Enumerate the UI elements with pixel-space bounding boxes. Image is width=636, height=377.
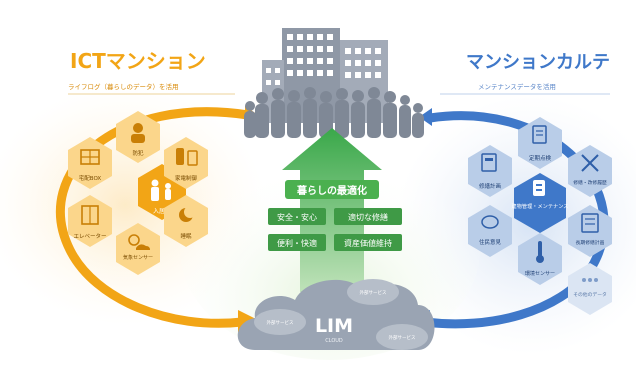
label-opinion: 住民意見	[479, 238, 502, 246]
left-center-label: 入居者	[153, 208, 171, 215]
label-appliance: 家電制御	[175, 174, 198, 182]
label-security: 防犯	[132, 149, 144, 157]
external-service-bubble-1	[254, 309, 306, 335]
weather-sensor-icon	[128, 234, 150, 250]
external-service-bubble-3	[376, 324, 428, 350]
label-delivery-box: 宅配BOX	[79, 174, 102, 182]
benefit-box-4	[334, 234, 402, 251]
cloud-sub: CLOUD	[325, 338, 343, 344]
label-long-term-plan: 長期修繕計画	[576, 239, 605, 246]
right-subtitle: メンテナンスデータを活用	[478, 82, 556, 91]
repair-history-icon	[581, 154, 599, 172]
label-inspection: 定期点検	[529, 154, 552, 162]
elevator-icon	[81, 205, 99, 225]
long-term-plan-icon	[581, 213, 599, 233]
label-environment-sensor: 環境センサー	[525, 270, 555, 277]
opinion-icon	[481, 215, 499, 229]
optimization-heading: 暮らしの最適化	[296, 184, 367, 197]
right-center-label: 建物管理・メンテナンス	[512, 202, 569, 210]
right-hex-cluster: 建物管理・メンテナンス	[512, 173, 569, 233]
delivery-box-icon	[80, 149, 100, 165]
benefit-label-2: 適切な修繕	[348, 212, 388, 222]
service-label-1: 外部サービス	[267, 319, 294, 326]
left-hex-items: 防犯 宅配BOX 家電制御 エレベーター 睡眠 気象センサー	[68, 111, 208, 275]
label-repair-plan: 修繕計画	[479, 182, 501, 190]
left-arc	[55, 107, 253, 328]
right-center-hex	[514, 173, 566, 233]
optimization-heading-box	[285, 180, 379, 199]
hex-long-term-plan	[568, 205, 612, 257]
inspection-icon	[532, 125, 547, 144]
benefit-box-2	[334, 208, 402, 225]
label-elevator: エレベーター	[73, 232, 106, 240]
benefit-label-4: 資産価値維持	[344, 238, 392, 248]
security-icon	[131, 123, 145, 143]
right-arc-top-arrowhead	[419, 108, 432, 126]
external-service-bubble-2	[347, 279, 399, 305]
label-other-data: その他のデータ	[573, 291, 607, 298]
repair-plan-icon	[481, 153, 497, 172]
cloud-title: LIM	[315, 315, 353, 337]
maintenance-icon	[533, 180, 545, 196]
residents-crowd	[244, 87, 424, 138]
environment-sensor-icon	[536, 241, 544, 263]
hex-opinion	[468, 205, 512, 257]
right-title: マンションカルテ	[466, 52, 610, 73]
hex-repair-history	[568, 145, 612, 197]
right-hex-items: 定期点検 修繕計画 修繕・改修履歴 住民意見 長期修繕計画 環境センサー その他…	[468, 117, 612, 315]
left-subtitle: ライフログ（暮らしのデータ）を活用	[68, 82, 179, 91]
benefit-label-1: 安全・安心	[277, 212, 317, 222]
left-title: ICTマンション	[70, 49, 206, 73]
hex-other-data	[568, 263, 612, 315]
appliance-icon	[176, 148, 198, 166]
benefit-box-3	[268, 234, 326, 251]
label-weather-sensor: 気象センサー	[123, 254, 153, 261]
label-sleep: 睡眠	[180, 232, 192, 240]
label-repair-history: 修繕・改修履歴	[573, 179, 607, 186]
benefit-box-1	[268, 208, 326, 225]
hex-appliance	[164, 137, 208, 189]
family-icon	[151, 179, 171, 201]
other-data-icon	[582, 278, 598, 282]
lim-cloud	[237, 279, 435, 350]
sleep-icon	[179, 206, 196, 222]
service-label-2: 外部サービス	[360, 289, 387, 296]
benefit-label-3: 便利・快適	[277, 238, 317, 248]
service-label-3: 外部サービス	[389, 334, 416, 341]
